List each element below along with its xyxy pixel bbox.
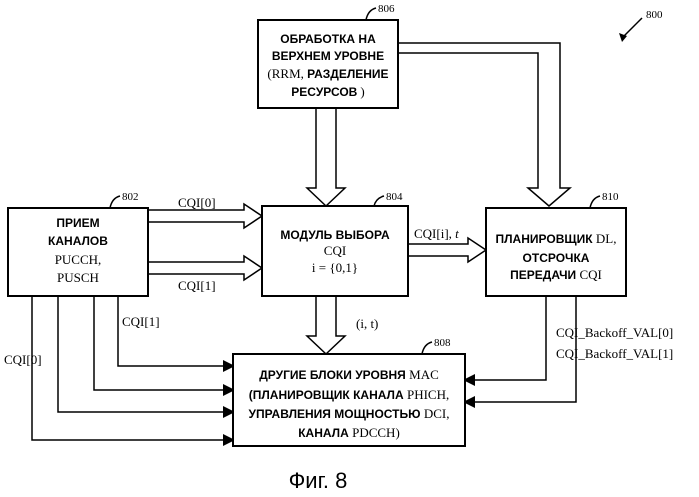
reception-line1: ПРИЕМ — [56, 216, 99, 230]
figure-ref-arrow — [619, 18, 642, 42]
label-cqi1-mid: CQI[1] — [178, 278, 216, 293]
ref-810-leader — [590, 196, 600, 208]
ref-802: 802 — [122, 191, 139, 203]
label-cqi0-top: CQI[0] — [178, 195, 216, 210]
block-channel-reception: ПРИЕМ КАНАЛОВ PUCCH, PUSCH — [8, 208, 148, 296]
reception-line2: КАНАЛОВ — [48, 234, 108, 248]
block-cqi-selection: МОДУЛЬ ВЫБОРА CQI i = {0,1} — [262, 206, 408, 296]
selection-line3: i = {0,1} — [312, 260, 358, 275]
fat-arrow-cqi1-to-selection — [148, 256, 262, 280]
label-backoff0: CQI_Backoff_VAL[0] — [556, 325, 673, 340]
label-cqi0-left: CQI[0] — [4, 352, 42, 367]
reception-line3: PUCCH, — [55, 252, 102, 267]
scheduler-line3: ПЕРЕДАЧИ CQI — [510, 267, 602, 282]
mac-line3: УПРАВЛЕНИЯ МОЩНОСТЬЮ DCI, — [249, 406, 450, 421]
upper-line4: РЕСУРСОВ) — [291, 84, 364, 99]
ref-806-leader — [366, 8, 376, 20]
block-other-mac: ДРУГИЕ БЛОКИ УРОВНЯ MAC (ПЛАНИРОВЩИК КАН… — [233, 354, 465, 446]
scheduler-line1: ПЛАНИРОВЩИК DL, — [496, 231, 617, 246]
upper-line1: ОБРАБОТКА НА — [280, 32, 376, 46]
ref-804: 804 — [386, 191, 403, 203]
mac-line1: ДРУГИЕ БЛОКИ УРОВНЯ MAC — [259, 367, 439, 382]
upper-line3: (RRM, РАЗДЕЛЕНИЕ — [267, 66, 388, 81]
label-cqi-i-t: CQI[i], t — [414, 226, 459, 241]
label-cqi1-left: CQI[1] — [122, 314, 160, 329]
label-backoff1: CQI_Backoff_VAL[1] — [556, 346, 673, 361]
figure-ref-number: 800 — [646, 9, 663, 21]
fat-arrow-selection-to-mac — [307, 296, 345, 354]
mac-line2: (ПЛАНИРОВЩИК КАНАЛА PHICH, — [249, 387, 450, 402]
reception-line4: PUSCH — [57, 270, 99, 285]
ref-808-leader — [422, 342, 432, 354]
figure-caption: Фиг. 8 — [289, 468, 348, 493]
block-dl-scheduler: ПЛАНИРОВЩИК DL, ОТСРОЧКА ПЕРЕДАЧИ CQI — [486, 208, 626, 296]
fat-arrow-upper-to-scheduler — [398, 43, 570, 206]
upper-line2: ВЕРХНЕМ УРОВНЕ — [272, 49, 384, 63]
block-upper-processing: ОБРАБОТКА НА ВЕРХНЕМ УРОВНЕ (RRM, РАЗДЕЛ… — [258, 20, 398, 108]
fat-arrow-selection-to-scheduler — [408, 238, 486, 262]
ref-802-leader — [110, 196, 120, 208]
mac-line4: КАНАЛА PDCCH) — [298, 425, 400, 440]
ref-806: 806 — [378, 3, 395, 15]
label-i-t: (i, t) — [356, 316, 378, 331]
scheduler-line2: ОТСРОЧКА — [523, 251, 590, 265]
selection-line2: CQI — [324, 243, 346, 258]
fat-arrow-upper-to-selection — [307, 108, 345, 206]
ref-808: 808 — [434, 337, 451, 349]
ref-810: 810 — [602, 191, 619, 203]
selection-line1: МОДУЛЬ ВЫБОРА — [280, 228, 390, 242]
ref-804-leader — [374, 196, 384, 206]
